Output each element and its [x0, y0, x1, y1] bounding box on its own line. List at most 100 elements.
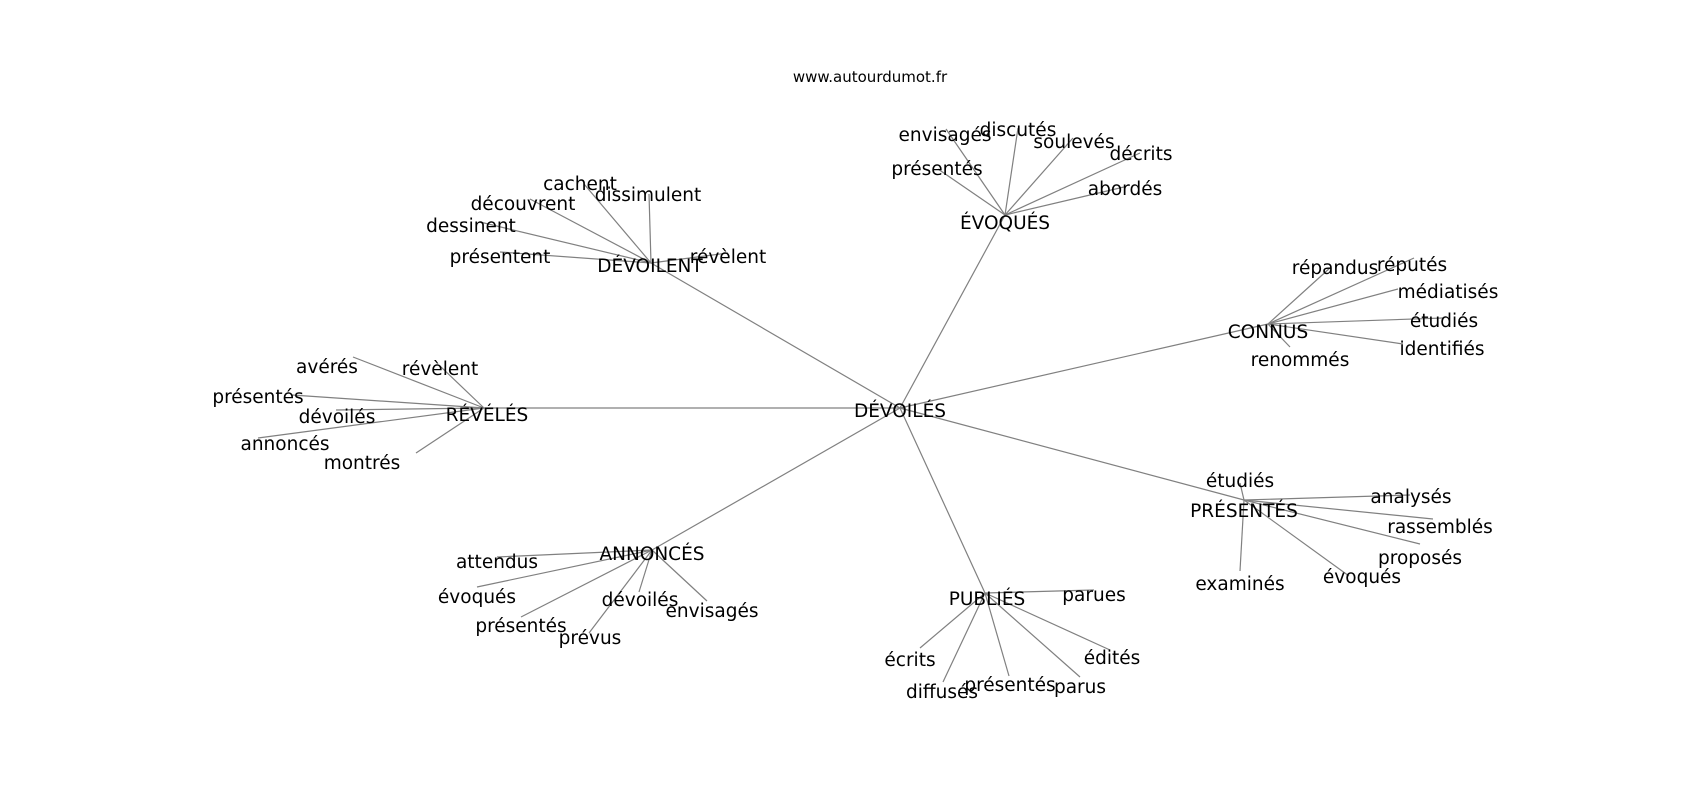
- edge-hub-3-leaf-2: [291, 394, 485, 409]
- leaf-node-label-1-0: envisagés: [899, 125, 992, 146]
- edge-hub-1-leaf-1: [1004, 127, 1019, 216]
- leaf-node-label-5-5: prévus: [559, 628, 622, 649]
- hub-node-label-5: ANNONCÉS: [599, 543, 704, 565]
- leaf-node-label-2-0: répandus: [1292, 258, 1379, 279]
- edge-hub-2-leaf-3: [1267, 317, 1444, 325]
- hub-node-label-3: RÉVÉLÉS: [446, 404, 529, 426]
- leaf-node-label-4-2: rassemblés: [1387, 517, 1493, 538]
- edge-hub-2-leaf-2: [1267, 288, 1399, 325]
- edge-hub-0-leaf-1: [648, 193, 652, 264]
- edge-hub-5-leaf-3: [651, 549, 708, 602]
- edge-center-hub-4: [899, 407, 1245, 501]
- edge-hub-4-leaf-3: [1243, 499, 1421, 545]
- leaf-node-label-1-1: discutés: [980, 120, 1057, 141]
- edge-hub-4-leaf-0: [1239, 482, 1245, 501]
- leaf-node-label-5-1: évoqués: [438, 587, 516, 608]
- edge-hub-2-leaf-0: [1267, 266, 1332, 325]
- edge-hub-6-leaf-3: [942, 592, 986, 683]
- leaf-node-label-2-1: réputés: [1377, 255, 1447, 276]
- leaf-node-label-6-2: édités: [1084, 648, 1141, 669]
- edge-hub-2-leaf-1: [1267, 257, 1415, 325]
- leaf-node-label-2-4: identifiés: [1399, 339, 1484, 360]
- hub-node-label-6: PUBLIÉS: [949, 588, 1026, 610]
- leaf-node-label-3-4: annoncés: [240, 434, 329, 455]
- edge-hub-6-leaf-2: [984, 592, 1111, 651]
- leaf-node-label-2-3: étudiés: [1410, 311, 1478, 332]
- leaf-node-label-1-5: abordés: [1088, 179, 1162, 200]
- leaf-node-label-2-2: médiatisés: [1398, 282, 1499, 303]
- edge-hub-6-leaf-5: [984, 592, 1081, 678]
- edge-hub-5-leaf-1: [476, 549, 653, 588]
- edge-hub-3-leaf-4: [257, 407, 485, 439]
- leaf-node-label-1-3: décrits: [1110, 144, 1173, 165]
- edge-hub-4-leaf-5: [1239, 499, 1245, 572]
- leaf-node-label-3-0: avérés: [296, 357, 358, 378]
- leaf-node-label-3-1: révèlent: [402, 359, 478, 380]
- leaf-node-label-4-3: proposés: [1378, 548, 1462, 569]
- leaf-node-label-4-4: évoqués: [1323, 567, 1401, 588]
- edge-center-hub-5: [651, 407, 901, 551]
- leaf-node-label-6-4: présentés: [964, 675, 1055, 696]
- edge-hub-1-leaf-4: [937, 168, 1006, 216]
- center-node-label: DÉVOILÉS: [854, 400, 946, 422]
- hub-node-label-0: DÉVOILENT: [597, 255, 703, 277]
- edge-hub-1-leaf-3: [1004, 152, 1141, 216]
- edge-hub-4-leaf-2: [1243, 499, 1434, 520]
- leaf-node-label-4-0: étudiés: [1206, 471, 1274, 492]
- edge-hub-0-leaf-0: [583, 183, 652, 264]
- edge-hub-3-leaf-0: [352, 356, 485, 409]
- edge-hub-5-leaf-0: [496, 549, 653, 558]
- hub-node-label-1: ÉVOQUÉS: [960, 212, 1050, 234]
- edge-hub-6-leaf-1: [919, 592, 986, 649]
- edge-hub-4-leaf-1: [1243, 494, 1411, 501]
- leaf-node-label-0-0: cachent: [543, 174, 617, 195]
- edge-center-hub-6: [899, 407, 986, 594]
- leaf-node-label-3-5: montrés: [324, 453, 401, 474]
- edge-hub-5-leaf-4: [520, 549, 653, 618]
- site-watermark: www.autourdumot.fr: [793, 68, 948, 86]
- edge-hub-5-leaf-2: [638, 549, 653, 593]
- leaf-node-label-5-4: présentés: [475, 616, 566, 637]
- edge-hub-5-leaf-5: [588, 549, 653, 634]
- leaf-node-label-5-0: attendus: [456, 552, 538, 573]
- edge-hub-1-leaf-2: [1004, 137, 1074, 216]
- edge-hub-6-leaf-4: [984, 592, 1010, 677]
- leaf-node-label-4-1: analysés: [1370, 487, 1451, 508]
- edge-hub-1-leaf-0: [945, 128, 1006, 216]
- leaf-node-label-5-2: dévoilés: [602, 590, 679, 611]
- leaf-node-label-0-2: découvrent: [471, 194, 576, 215]
- leaf-node-label-6-3: diffusés: [906, 682, 978, 703]
- edge-hub-3-leaf-3: [335, 407, 485, 411]
- edge-hub-6-leaf-0: [984, 589, 1095, 594]
- edge-hub-3-leaf-1: [439, 365, 485, 409]
- edges: [257, 127, 1444, 683]
- leaf-node-label-2-5: renommés: [1251, 350, 1350, 371]
- leaf-node-label-6-0: parues: [1062, 585, 1125, 606]
- leaf-node-label-3-2: présentés: [212, 387, 303, 408]
- edge-hub-2-leaf-4: [1267, 323, 1404, 345]
- leaf-node-label-6-5: parus: [1054, 677, 1106, 698]
- leaf-node-label-6-1: écrits: [884, 650, 935, 671]
- leaf-node-label-0-5: révèlent: [690, 247, 766, 268]
- edge-center-hub-1: [899, 214, 1006, 409]
- leaf-node-label-5-3: envisagés: [666, 601, 759, 622]
- leaf-node-label-1-4: présentés: [891, 159, 982, 180]
- edge-hub-0-leaf-3: [479, 221, 652, 264]
- leaf-node-label-0-1: dissimulent: [595, 185, 702, 206]
- leaf-node-label-4-5: examinés: [1195, 574, 1284, 595]
- leaf-node-label-0-3: dessinent: [426, 216, 516, 237]
- edge-hub-2-leaf-5: [1267, 323, 1291, 348]
- hub-node-label-4: PRÉSENTÉS: [1190, 500, 1298, 522]
- edge-hub-0-leaf-2: [529, 198, 652, 264]
- edge-hub-0-leaf-4: [499, 251, 652, 264]
- edge-center-hub-2: [899, 323, 1269, 409]
- leaf-node-label-3-3: dévoilés: [299, 407, 376, 428]
- edge-hub-1-leaf-5: [1004, 186, 1125, 216]
- leaf-node-label-1-2: soulevés: [1033, 132, 1114, 153]
- edge-hub-4-leaf-4: [1243, 499, 1350, 577]
- hub-node-label-2: CONNUS: [1228, 322, 1308, 343]
- edge-center-hub-0: [650, 262, 901, 409]
- leaf-node-label-0-4: présentent: [450, 247, 551, 268]
